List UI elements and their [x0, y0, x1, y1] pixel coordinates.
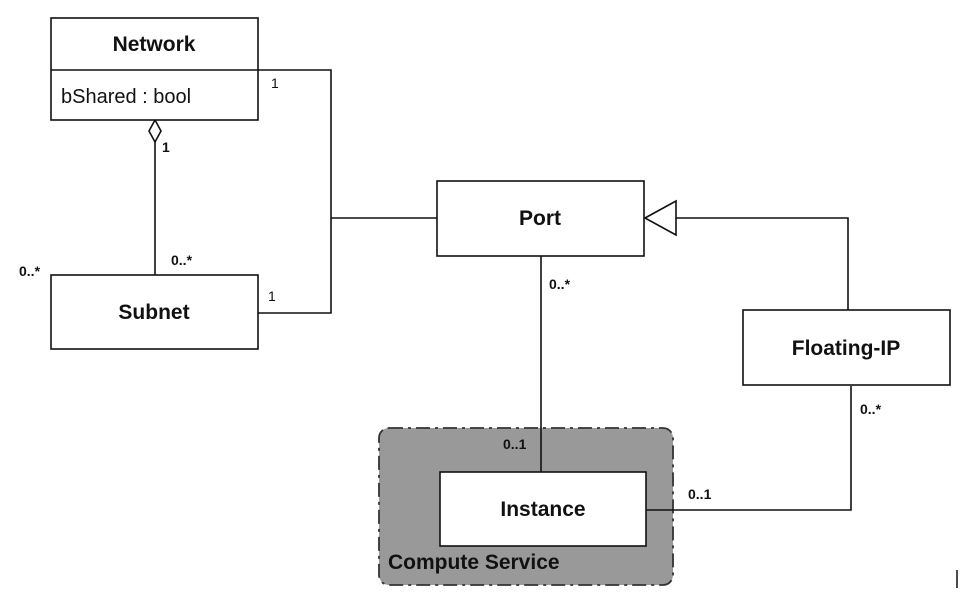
mult-subnet-network: 0..*: [171, 252, 193, 268]
class-floating-ip: Floating-IP: [742, 309, 951, 386]
floating-ip-instance-association: [646, 386, 852, 511]
class-port: Port: [436, 180, 645, 257]
mult-port-instance: 0..*: [549, 276, 571, 292]
mult-network-subnet: 1: [162, 139, 170, 155]
mult-subnet-port: 1: [268, 288, 276, 304]
mult-subnet-left: 0..*: [19, 263, 41, 279]
floating-ip-title: Floating-IP: [792, 337, 901, 360]
mult-network-port: 1: [271, 75, 279, 91]
mult-instance-port: 0..1: [503, 436, 527, 452]
mult-floating-ip-instance: 0..*: [860, 401, 882, 417]
class-instance: Instance: [439, 471, 647, 547]
network-title: Network: [113, 33, 196, 56]
class-subnet: Subnet: [50, 274, 259, 350]
network-port-connector: [258, 69, 332, 314]
port-title: Port: [519, 207, 561, 230]
instance-title: Instance: [500, 498, 585, 521]
network-attribute: bShared : bool: [61, 86, 191, 108]
subnet-title: Subnet: [118, 301, 189, 324]
floating-ip-port-generalization: [676, 217, 849, 310]
mult-instance-floating-ip: 0..1: [688, 486, 712, 502]
class-network: Network bShared : bool: [50, 17, 259, 121]
aggregation-diamond-icon: [148, 118, 162, 144]
generalization-triangle-icon: [643, 199, 677, 237]
compute-service-label: Compute Service: [388, 551, 560, 574]
